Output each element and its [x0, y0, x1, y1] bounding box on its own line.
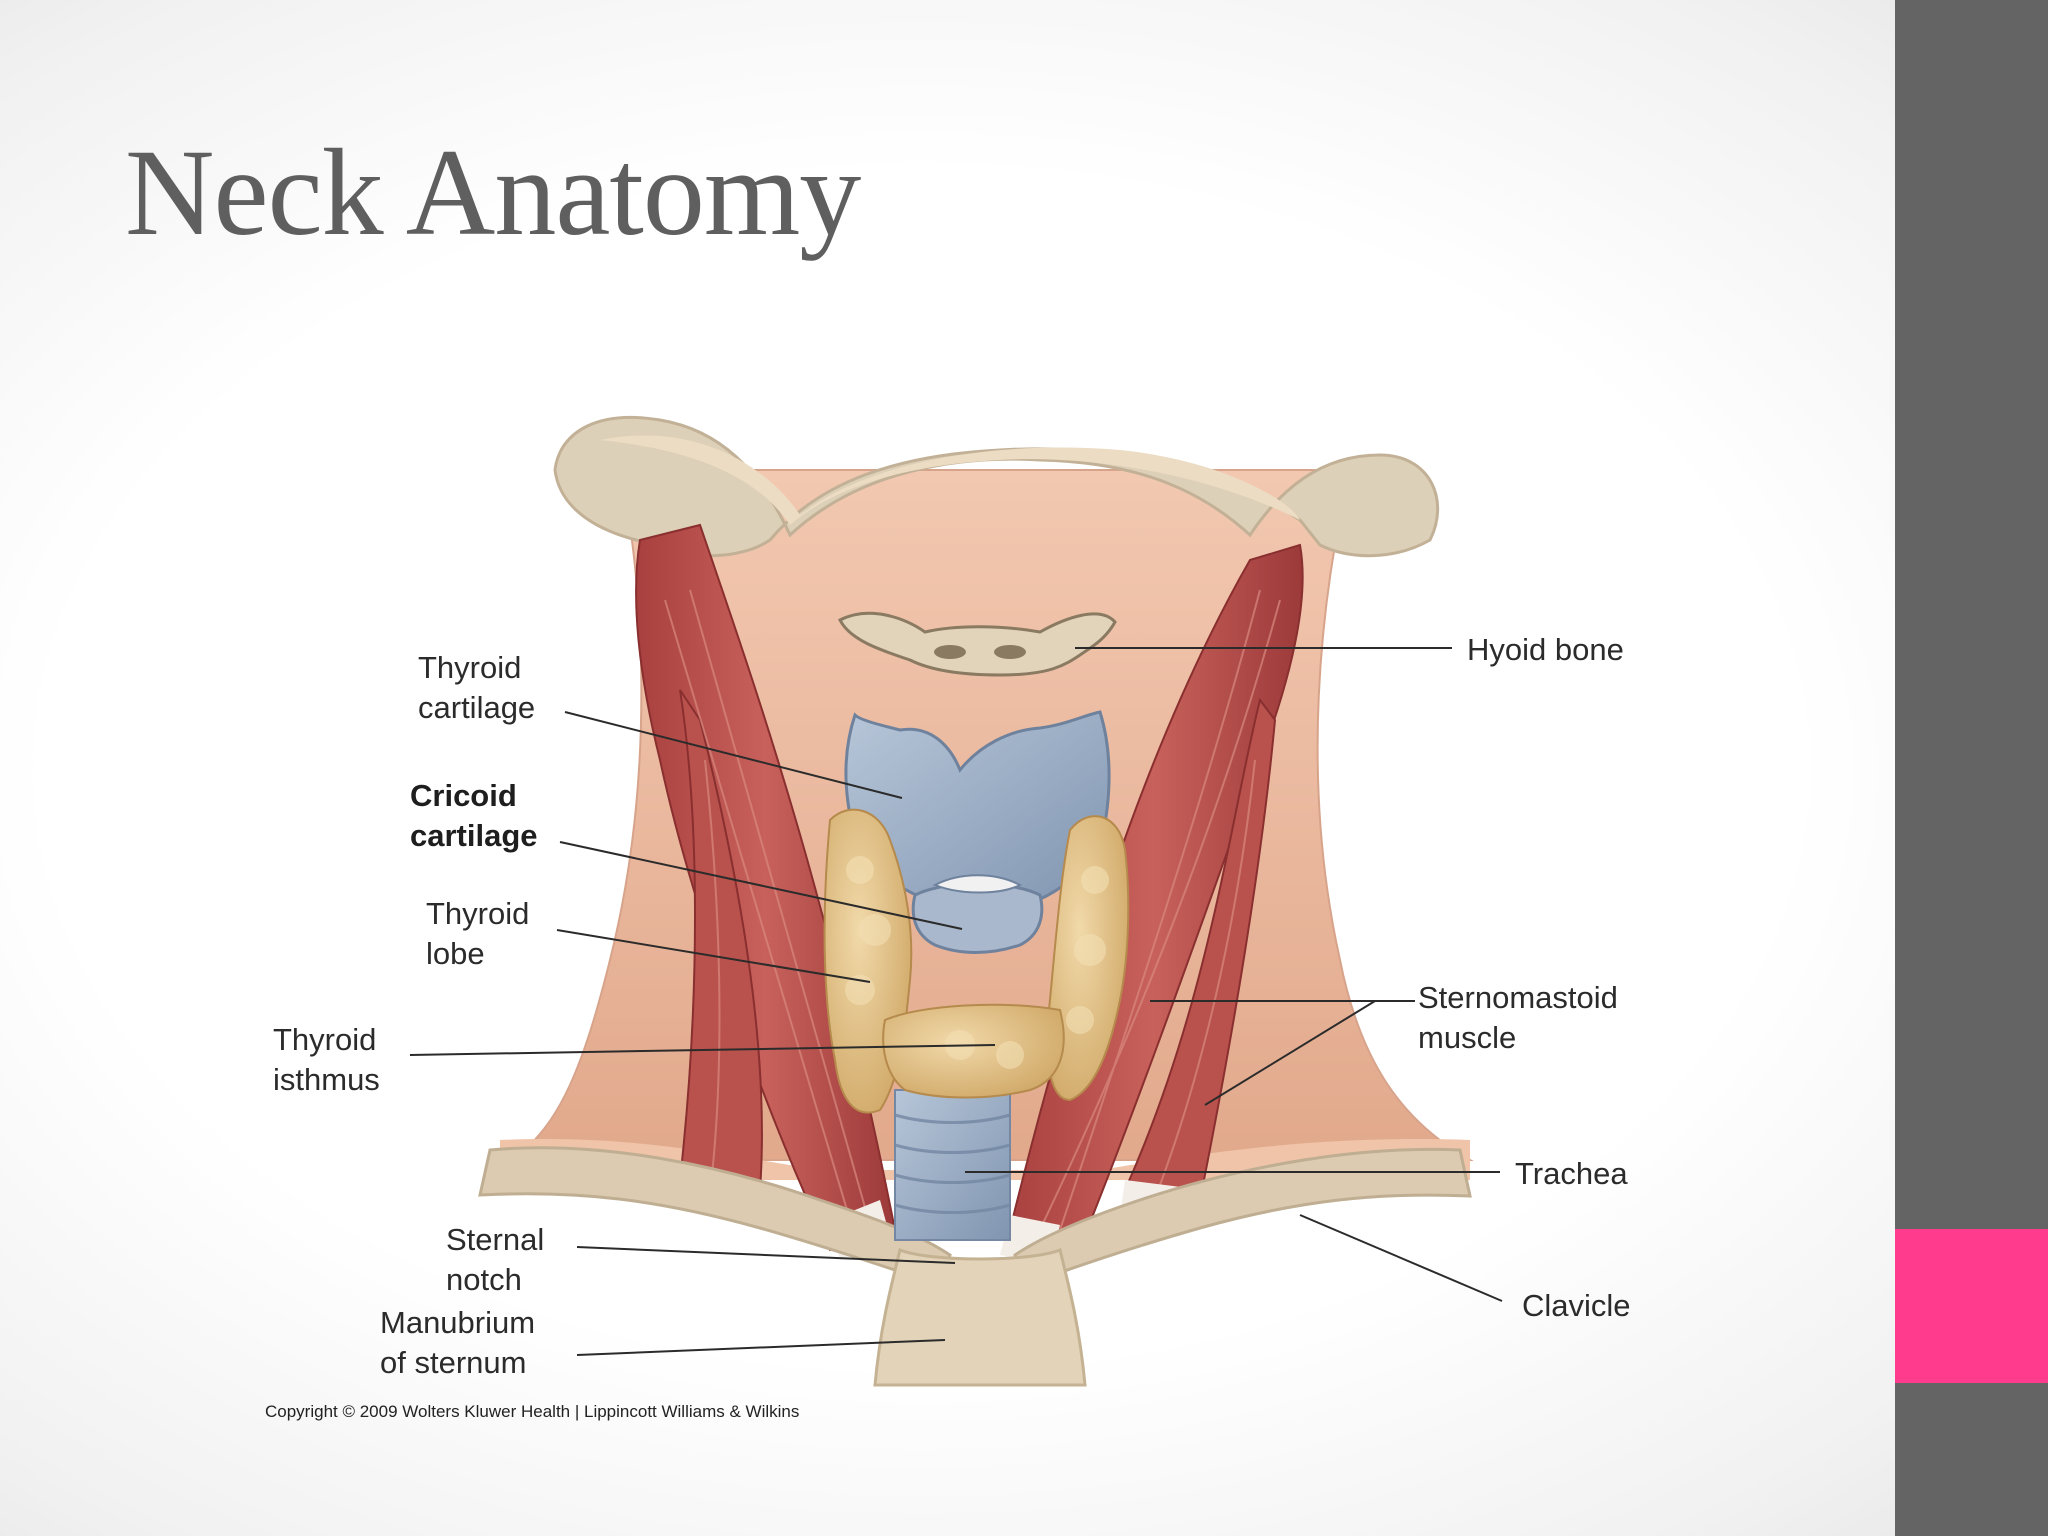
- label-manubrium-line1: Manubrium: [380, 1305, 536, 1340]
- label-thyroid-isthmus-line2: isthmus: [273, 1062, 380, 1097]
- label-sternal-notch-line1: Sternal: [446, 1222, 545, 1257]
- trachea: [894, 1089, 1011, 1241]
- label-sternomastoid-line1: Sternomastoid: [1418, 980, 1618, 1015]
- sidebar-accent: [1895, 1229, 2048, 1383]
- label-thyroid-cartilage-line2: cartilage: [418, 690, 536, 725]
- leader-lines: [409, 647, 1503, 1356]
- mandible: [553, 415, 1440, 558]
- label-thyroid-isthmus-line1: Thyroid: [273, 1022, 377, 1057]
- label-thyroid-lobe-line1: Thyroid: [426, 896, 530, 931]
- label-hyoid-bone: Hyoid bone: [1467, 632, 1624, 667]
- label-sternomastoid-line2: muscle: [1418, 1020, 1517, 1055]
- label-sternal-notch-line2: notch: [446, 1262, 522, 1297]
- label-cricoid-cartilage-line1: Cricoid: [410, 778, 517, 813]
- slide-title: Neck Anatomy: [125, 124, 861, 261]
- label-cricoid-cartilage-line2: cartilage: [410, 818, 538, 853]
- label-manubrium-line2: of sternum: [380, 1345, 527, 1380]
- label-thyroid-lobe-line2: lobe: [426, 936, 485, 971]
- cricoid-cartilage: [911, 882, 1044, 954]
- hyoid-bone: [837, 611, 1117, 677]
- label-thyroid-cartilage-line1: Thyroid: [418, 650, 522, 685]
- neck-anatomy-illustration: [409, 415, 1503, 1387]
- manubrium: [873, 1247, 1087, 1387]
- label-trachea: Trachea: [1515, 1156, 1628, 1191]
- label-clavicle: Clavicle: [1522, 1288, 1631, 1323]
- copyright-notice: Copyright © 2009 Wolters Kluwer Health |…: [265, 1402, 800, 1421]
